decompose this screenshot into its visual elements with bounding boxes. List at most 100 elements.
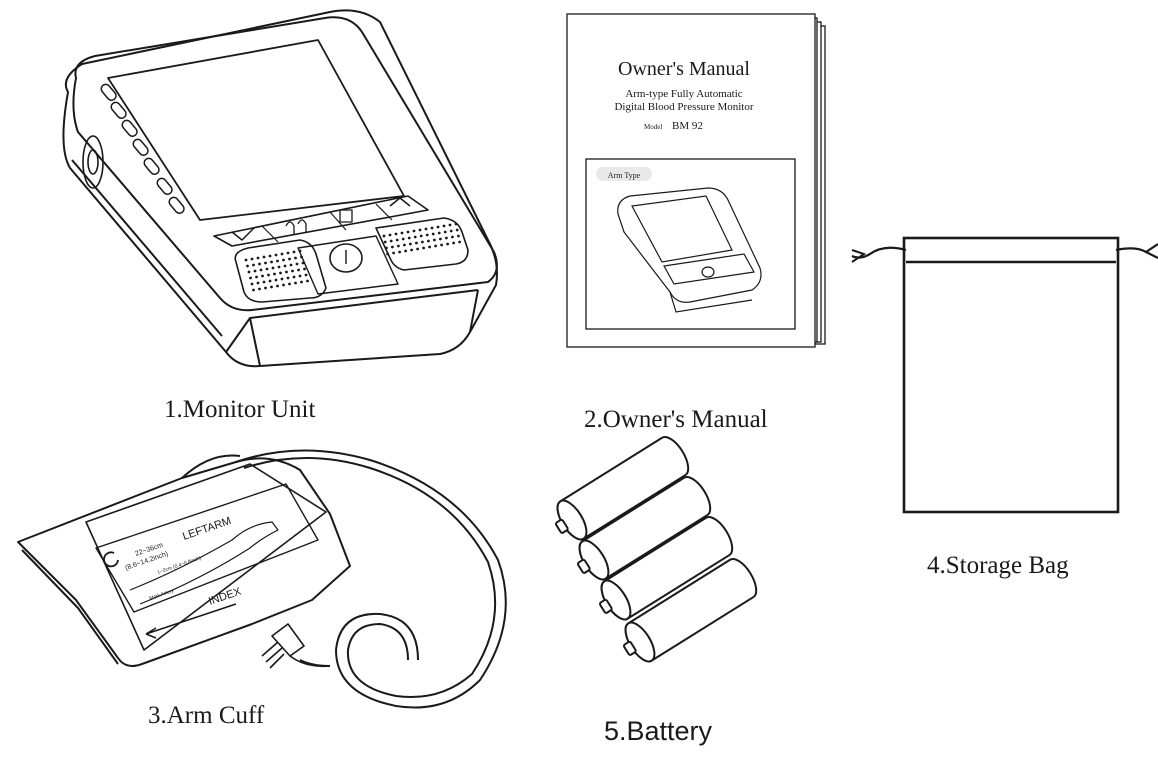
grill-dot bbox=[397, 244, 400, 248]
manual-subtitle-line2: Digital Blood Pressure Monitor bbox=[614, 101, 753, 113]
cuff-left-arm-label: LEFTARM bbox=[181, 515, 233, 543]
battery-cell bbox=[623, 558, 758, 663]
grill-dot bbox=[255, 275, 258, 279]
grill-dot bbox=[298, 249, 302, 253]
grill-dot bbox=[253, 269, 257, 273]
grill-dot bbox=[404, 249, 407, 253]
caption-owners-manual: 2.Owner's Manual bbox=[584, 406, 768, 433]
grill-dot bbox=[437, 231, 441, 235]
grill-dot bbox=[395, 238, 399, 242]
grill-dot bbox=[282, 283, 285, 287]
grill-dot bbox=[440, 243, 443, 247]
grill-dot bbox=[285, 270, 288, 274]
grill-dot bbox=[392, 251, 395, 255]
air-port-icon bbox=[82, 135, 104, 189]
caption-monitor-unit: 1.Monitor Unit bbox=[164, 396, 316, 423]
grill-dot bbox=[283, 264, 287, 268]
manual-subtitle-line1: Arm-type Fully Automatic bbox=[625, 88, 742, 100]
cuff-artery-mark: Mark Artery bbox=[149, 588, 176, 602]
grill-dot bbox=[252, 288, 255, 292]
grill-dot bbox=[298, 274, 302, 278]
grill-dot bbox=[386, 252, 389, 256]
grill-dot bbox=[428, 245, 431, 249]
drawstring-left bbox=[851, 246, 907, 259]
grill-dot bbox=[274, 278, 278, 282]
grill-dot bbox=[292, 250, 296, 254]
power-button bbox=[329, 243, 363, 273]
grill-dot bbox=[291, 269, 294, 273]
grill-dot bbox=[276, 259, 279, 263]
grill-dot bbox=[256, 256, 260, 260]
grill-dot bbox=[244, 258, 248, 262]
down-arrow-icon bbox=[231, 227, 255, 241]
grill-dot bbox=[431, 232, 435, 236]
battery-cell bbox=[555, 436, 690, 541]
grill-dot bbox=[301, 261, 305, 265]
air-hose bbox=[235, 449, 507, 709]
owners-manual bbox=[566, 13, 826, 348]
caption-storage-bag: 4.Storage Bag bbox=[927, 552, 1069, 579]
grill-dot bbox=[250, 282, 254, 286]
grill-dot bbox=[410, 248, 413, 252]
grill-dot bbox=[262, 255, 266, 259]
user-icon bbox=[285, 219, 307, 234]
grill-dot bbox=[442, 224, 446, 228]
grill-dot bbox=[256, 281, 260, 285]
grill-dot bbox=[422, 246, 425, 250]
grill-dot bbox=[394, 232, 398, 236]
grill-dot bbox=[268, 279, 272, 283]
grill-dot bbox=[289, 263, 293, 267]
grill-dot bbox=[421, 240, 424, 244]
grill-dots bbox=[244, 222, 461, 292]
grill-dot bbox=[300, 280, 303, 284]
grill-dot bbox=[276, 284, 279, 288]
grill-dot bbox=[451, 235, 454, 239]
grill-dot bbox=[288, 257, 291, 261]
grill-dot bbox=[270, 285, 273, 289]
manual-cover-image-frame bbox=[585, 158, 796, 330]
grill-dot bbox=[424, 227, 428, 231]
grill-dot bbox=[425, 233, 429, 237]
grill-dot bbox=[388, 233, 392, 237]
monitor-screen bbox=[0, 0, 1, 1]
index-arrow-icon bbox=[145, 603, 237, 639]
grill-dot bbox=[246, 264, 249, 268]
caption-battery: 5.Battery bbox=[604, 716, 713, 746]
grill-dot bbox=[249, 276, 252, 280]
grill-dot bbox=[295, 262, 299, 266]
grill-dot bbox=[455, 228, 459, 232]
grill-dot bbox=[412, 229, 416, 233]
grill-dot bbox=[383, 240, 387, 244]
grill-dot bbox=[400, 231, 404, 235]
grill-dot bbox=[270, 260, 273, 264]
grill-dot bbox=[398, 250, 401, 254]
grill-dot bbox=[416, 247, 419, 251]
manual-cover-monitor-icon bbox=[617, 187, 762, 313]
up-arrow-icon bbox=[389, 197, 411, 207]
grill-dot bbox=[258, 262, 261, 266]
grill-dot bbox=[304, 273, 308, 277]
caption-arm-cuff: 3.Arm Cuff bbox=[148, 702, 265, 729]
manual-model-value: BM 92 bbox=[672, 120, 703, 132]
grill-dot bbox=[267, 273, 270, 277]
grill-dot bbox=[300, 255, 303, 259]
refresh-icon bbox=[103, 551, 119, 568]
grill-dot bbox=[265, 267, 269, 271]
grill-dot bbox=[250, 257, 254, 261]
grill-dot bbox=[280, 277, 284, 281]
grill-dot bbox=[288, 282, 291, 286]
grill-dot bbox=[282, 258, 285, 262]
grill-dot bbox=[247, 270, 251, 274]
indicator-lights bbox=[100, 83, 185, 215]
battery-cell bbox=[577, 476, 712, 581]
grill-dot bbox=[430, 226, 434, 230]
manual-model-label: Model bbox=[644, 123, 662, 131]
grill-dot bbox=[452, 241, 455, 245]
grill-dot bbox=[419, 234, 423, 238]
monitor-lcd bbox=[107, 39, 405, 221]
grill-dot bbox=[449, 229, 453, 233]
arm-type-badge bbox=[596, 167, 652, 181]
grill-dot bbox=[264, 286, 267, 290]
storage-bag bbox=[851, 236, 1158, 514]
grill-dot bbox=[443, 230, 447, 234]
